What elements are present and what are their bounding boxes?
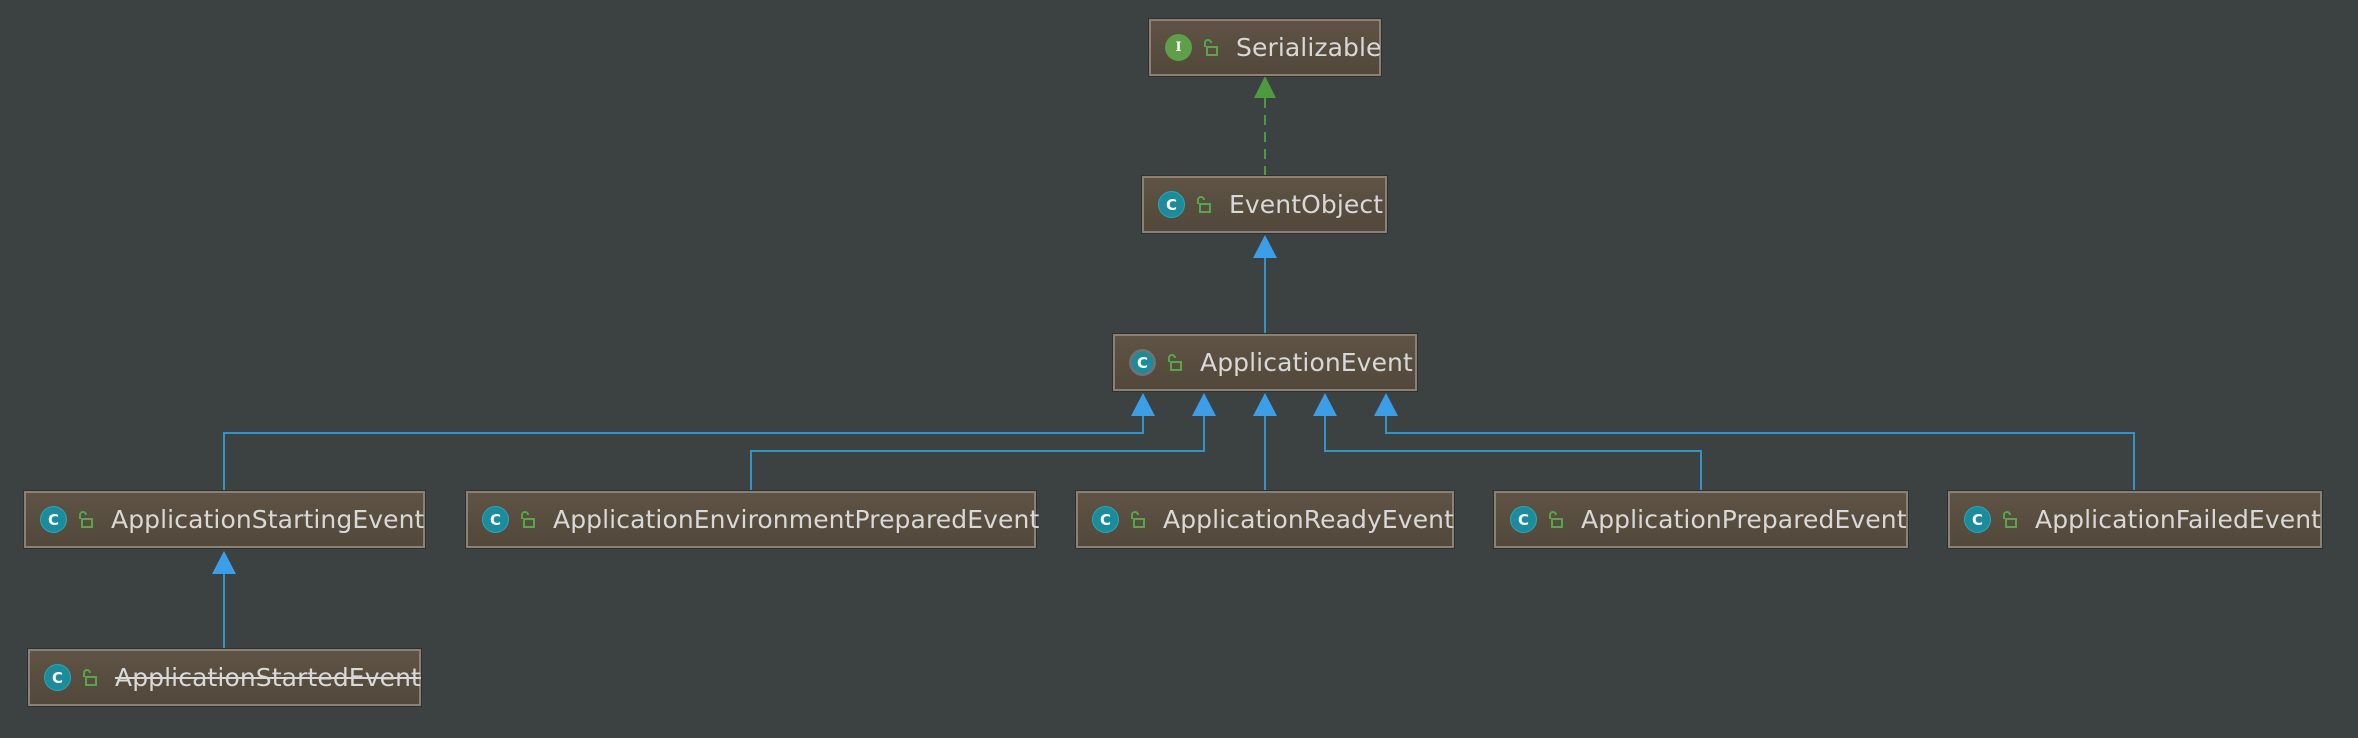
node-applicationreadyevent[interactable]: C ApplicationReadyEvent: [1076, 491, 1454, 548]
public-unlock-icon: [79, 510, 93, 528]
node-label: ApplicationFailedEvent: [2035, 505, 2322, 534]
node-serializable[interactable]: I Serializable: [1149, 19, 1381, 76]
public-unlock-icon: [2003, 510, 2017, 528]
node-label: ApplicationStartingEvent: [111, 505, 425, 534]
edge-eventobject-implements-serializable: [1254, 76, 1276, 176]
class-c-icon: C: [40, 506, 67, 533]
extends-arrowhead: [1253, 235, 1277, 258]
edge-startedevent-extends-startingevent: [212, 551, 236, 649]
interface-i-icon: I: [1165, 34, 1192, 61]
abstract-class-icon: C: [1129, 349, 1156, 376]
public-unlock-icon: [1131, 510, 1145, 528]
class-c-icon: C: [1158, 191, 1185, 218]
node-applicationstartedevent[interactable]: C ApplicationStartedEvent: [28, 649, 421, 706]
node-applicationpreparedevent[interactable]: C ApplicationPreparedEvent: [1494, 491, 1908, 548]
public-unlock-icon: [1204, 38, 1218, 56]
extends-arrowhead: [1374, 393, 1398, 416]
extends-arrowhead: [1313, 393, 1337, 416]
extends-arrowhead: [1192, 393, 1216, 416]
node-eventobject[interactable]: C EventObject: [1142, 176, 1387, 233]
node-label: ApplicationEvent: [1200, 348, 1413, 377]
node-applicationenvironmentpreparedevent[interactable]: C ApplicationEnvironmentPreparedEvent: [466, 491, 1040, 548]
node-label: EventObject: [1229, 190, 1384, 219]
class-c-icon: C: [1964, 506, 1991, 533]
node-label-deprecated: ApplicationStartedEvent: [115, 663, 421, 692]
class-c-icon: C: [1092, 506, 1119, 533]
extends-arrowhead: [1253, 393, 1277, 416]
edge-failedevent-extends-applicationevent: [1374, 393, 2135, 491]
public-unlock-icon: [1549, 510, 1563, 528]
node-applicationfailedevent[interactable]: C ApplicationFailedEvent: [1948, 491, 2322, 548]
edge-readyevent-extends-applicationevent: [1253, 393, 1277, 491]
edge-envpreparedevent-extends-applicationevent: [750, 393, 1216, 491]
public-unlock-icon: [83, 668, 97, 686]
class-c-icon: C: [44, 664, 71, 691]
node-label: ApplicationReadyEvent: [1163, 505, 1455, 534]
implements-arrowhead: [1254, 76, 1276, 98]
edge-startingevent-extends-applicationevent: [223, 393, 1155, 491]
class-c-icon: C: [1510, 506, 1537, 533]
node-applicationstartingevent[interactable]: C ApplicationStartingEvent: [24, 491, 425, 548]
extends-arrowhead: [1131, 393, 1155, 416]
edge-applicationevent-extends-eventobject: [1253, 235, 1277, 334]
public-unlock-icon: [1197, 195, 1211, 213]
public-unlock-icon: [521, 510, 535, 528]
node-label: ApplicationEnvironmentPreparedEvent: [553, 505, 1040, 534]
extends-arrowhead: [212, 551, 236, 574]
edge-preparedevent-extends-applicationevent: [1313, 393, 1702, 491]
public-unlock-icon: [1168, 353, 1182, 371]
node-applicationevent[interactable]: C ApplicationEvent: [1113, 334, 1417, 391]
node-label: ApplicationPreparedEvent: [1581, 505, 1907, 534]
node-label: Serializable: [1236, 33, 1382, 62]
class-c-icon: C: [482, 506, 509, 533]
